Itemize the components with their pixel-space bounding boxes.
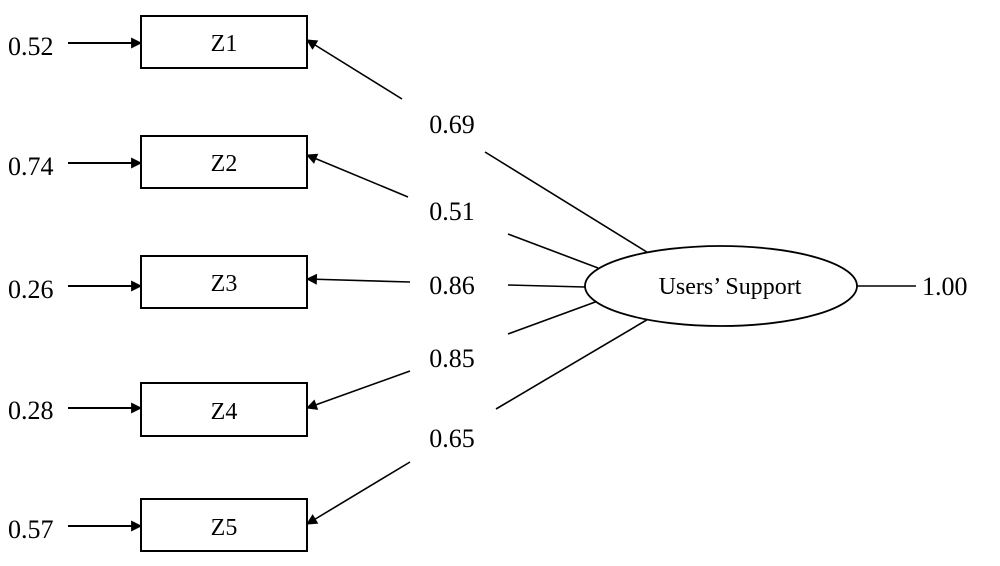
indicator-z2: 0.74 Z2 0.51: [8, 135, 599, 269]
indicator-box-z4: [140, 382, 308, 437]
loading-arrow-z3: [305, 273, 411, 285]
loading-line-z3: [507, 284, 586, 288]
loading-value-z5: 0.65: [429, 424, 475, 453]
indicator-z5: 0.57 Z5 0.65: [8, 317, 651, 552]
loading-line-z5: [495, 317, 651, 410]
error-value-z2: 0.74: [8, 152, 54, 181]
indicator-z3: 0.26 Z3 0.86: [8, 255, 586, 309]
loading-value-z4: 0.85: [429, 344, 475, 373]
loading-value-z3: 0.86: [429, 271, 475, 300]
indicator-box-z3: [140, 255, 308, 309]
latent-construct: Users’ Support 1.00: [584, 245, 968, 327]
loading-line-z4: [507, 300, 599, 335]
loading-arrow-z2: [305, 153, 409, 198]
indicator-label-z1: Z1: [211, 31, 238, 57]
loading-arrow-z1: [306, 39, 403, 100]
latent-label: Users’ Support: [659, 274, 802, 300]
indicator-label-z2: Z2: [211, 151, 238, 177]
indicator-box-z2: [140, 135, 308, 189]
error-value-z3: 0.26: [8, 275, 54, 304]
indicator-label-z3: Z3: [211, 271, 238, 297]
loading-arrow-z4: [305, 370, 411, 410]
loading-arrow-z5: [306, 461, 411, 525]
indicator-label-z5: Z5: [211, 515, 238, 541]
error-value-z1: 0.52: [8, 32, 54, 61]
indicator-box-z5: [140, 498, 308, 552]
error-value-z5: 0.57: [8, 515, 54, 544]
loading-value-z1: 0.69: [429, 110, 475, 139]
indicator-label-z4: Z4: [211, 399, 238, 425]
loading-value-z2: 0.51: [429, 197, 475, 226]
loading-line-z2: [507, 233, 599, 269]
latent-variance-value: 1.00: [922, 272, 968, 301]
indicator-z1: 0.52 Z1 0.69: [8, 15, 651, 255]
indicator-z4: 0.28 Z4 0.85: [8, 300, 599, 437]
loading-line-z1: [484, 151, 651, 255]
error-value-z4: 0.28: [8, 396, 54, 425]
